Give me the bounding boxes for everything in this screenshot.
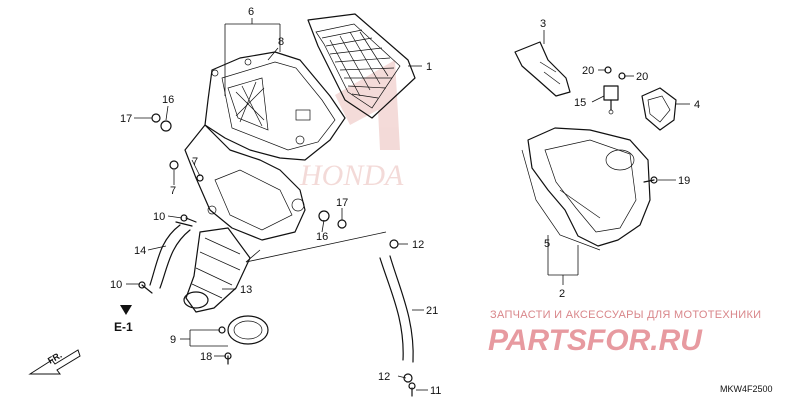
sensor-15 [603,85,619,115]
diagram-code: MKW4F2500 [720,384,773,394]
fasteners [138,66,658,397]
air-filter-element [307,13,416,119]
callout-10a: 10 [153,211,165,223]
callout-20a: 20 [582,65,594,77]
callout-16b: 16 [316,231,328,243]
callout-7a: 7 [192,156,198,168]
leader-lines [126,18,690,391]
air-cleaner-case-right [521,127,651,251]
callout-11: 11 [430,385,441,397]
drain-hose-21 [379,255,414,363]
callout-12b: 12 [378,371,390,383]
callout-4: 4 [694,99,700,111]
air-cleaner-upper-case [204,51,346,161]
callout-13: 13 [240,284,252,296]
callout-5: 5 [544,238,550,250]
breather-hose-14 [149,221,193,289]
callout-15: 15 [574,97,586,109]
callout-21: 21 [426,305,438,317]
callout-10b: 10 [110,279,122,291]
callout-16a: 16 [162,94,174,106]
hose-clamp-9 [227,315,269,345]
callout-7b: 7 [170,185,176,197]
callout-3: 3 [540,18,546,30]
svg-text:HONDA: HONDA [299,159,404,192]
air-duct-4 [641,87,677,131]
callout-20b: 20 [636,71,648,83]
reference-label-e1: E-1 [114,320,133,334]
air-cleaner-lower-case [184,124,306,241]
callout-2: 2 [559,288,565,300]
reference-arrow-e1 [120,305,132,315]
callout-17a: 17 [120,113,132,125]
callout-1: 1 [426,61,432,73]
callout-6: 6 [248,6,254,18]
watermark-tagline: ЗАПЧАСТИ И АКСЕССУАРЫ ДЛЯ МОТОТЕХНИКИ [490,309,761,321]
callout-14: 14 [134,245,146,257]
air-duct-3 [514,41,571,97]
intake-funnel [183,227,251,313]
callout-18: 18 [200,351,212,363]
watermark-brand: PARTSFOR.RU [488,324,703,357]
callout-17b: 17 [336,197,348,209]
front-direction-arrow [28,349,81,375]
callout-9: 9 [170,334,176,346]
callout-8: 8 [278,36,284,48]
callout-12a: 12 [412,239,424,251]
callouts: 1 2 3 4 5 6 7 7 8 9 10 10 11 12 12 13 14… [110,6,700,397]
callout-19: 19 [678,175,690,187]
